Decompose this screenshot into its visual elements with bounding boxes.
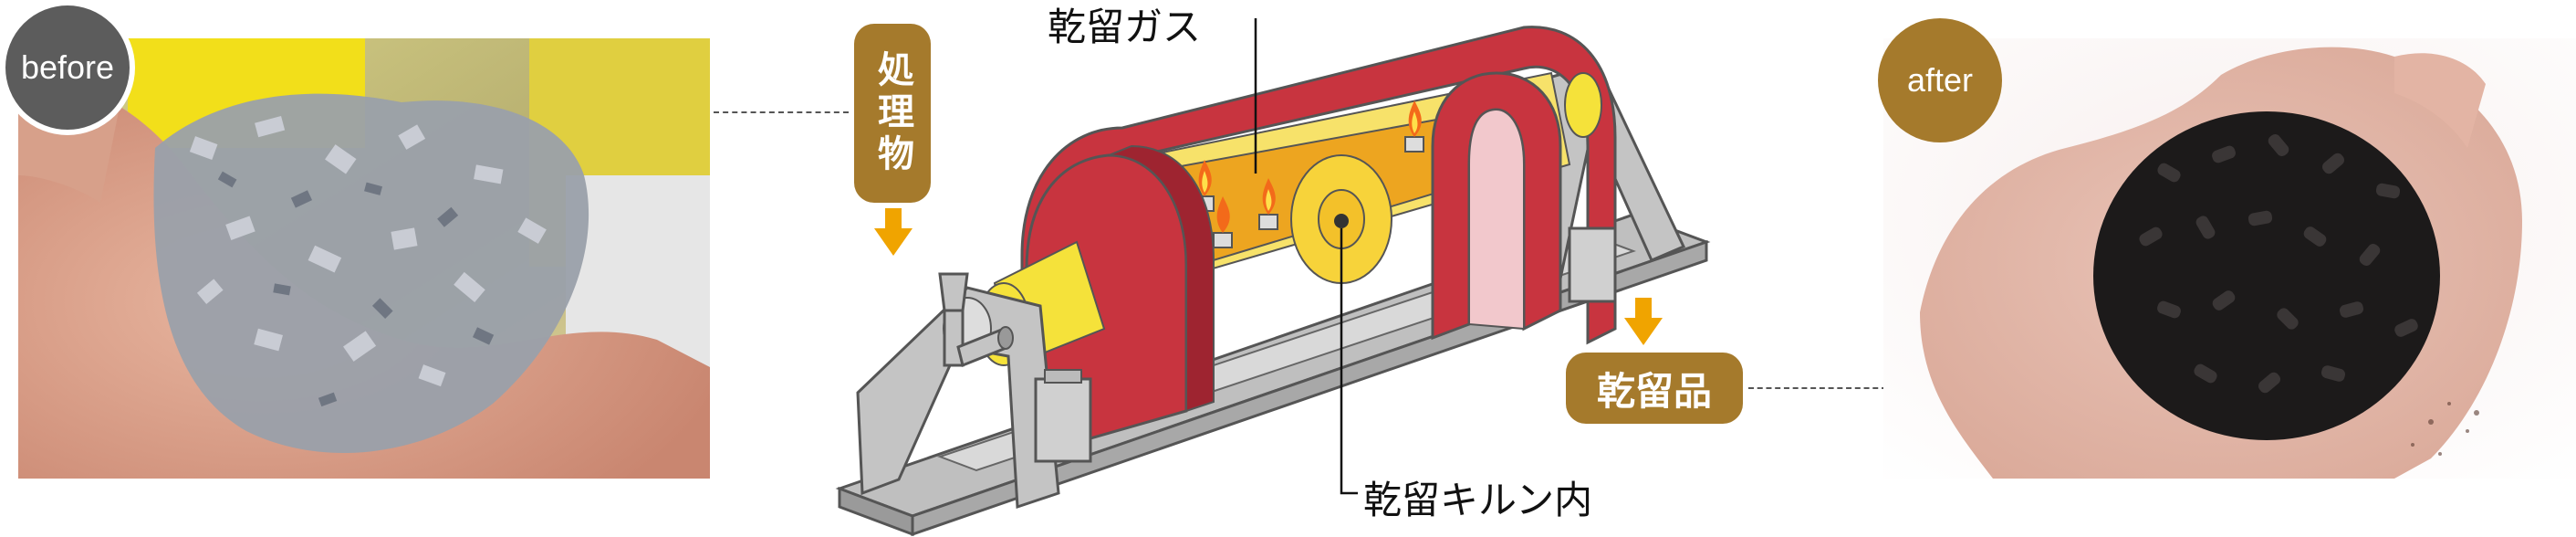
after-badge: after [1878,18,2002,142]
output-product-text: 乾留品 [1597,361,1712,416]
drive-motor-right [1570,228,1615,301]
output-down-arrow-icon [1624,298,1663,345]
after-badge-label: after [1907,61,1973,100]
before-badge-label: before [21,48,114,87]
kiln-interior-callout: 乾留キルン内 [1363,469,1592,525]
output-product-label: 乾留品 [1566,353,1743,424]
dry-distillation-kiln-diagram [830,18,1743,537]
before-badge: before [0,0,135,135]
drive-motor-left [1036,379,1090,461]
gas-callout: 乾留ガス [1048,0,1201,52]
before-connector-line [714,111,849,113]
after-connector-line [1748,387,1887,389]
